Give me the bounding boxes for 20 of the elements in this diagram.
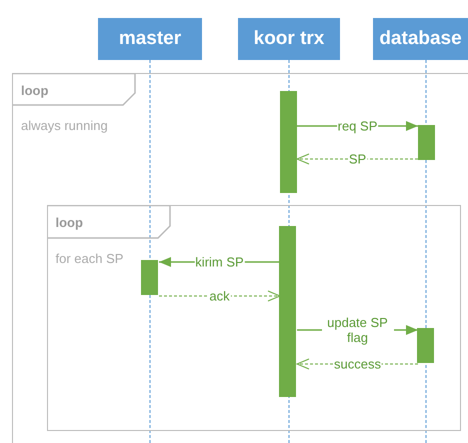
activation-bar [417, 328, 434, 363]
activation-bar [279, 226, 296, 397]
return-arrow [158, 290, 280, 302]
lifeline-header: koor trx [238, 18, 340, 60]
edge-label: req SP [336, 118, 378, 134]
activation-bar [280, 90, 296, 192]
lifeline-header: database [373, 18, 468, 60]
frame-keyword: loop [56, 214, 83, 230]
loop-frame [46, 204, 460, 430]
edge-label: kirim SP [194, 254, 245, 270]
edge-label: ack [208, 288, 231, 304]
activation-bar [418, 124, 434, 160]
loop-condition: always running [21, 118, 108, 133]
frame-keyword: loop [21, 83, 48, 98]
lifeline-header: master [98, 18, 202, 60]
edge-label: SP [348, 152, 368, 166]
loop-condition: for each SP [56, 250, 124, 266]
return-arrow [296, 154, 418, 164]
activation-bar [141, 260, 158, 295]
edge-label: update SP flag [322, 315, 394, 345]
